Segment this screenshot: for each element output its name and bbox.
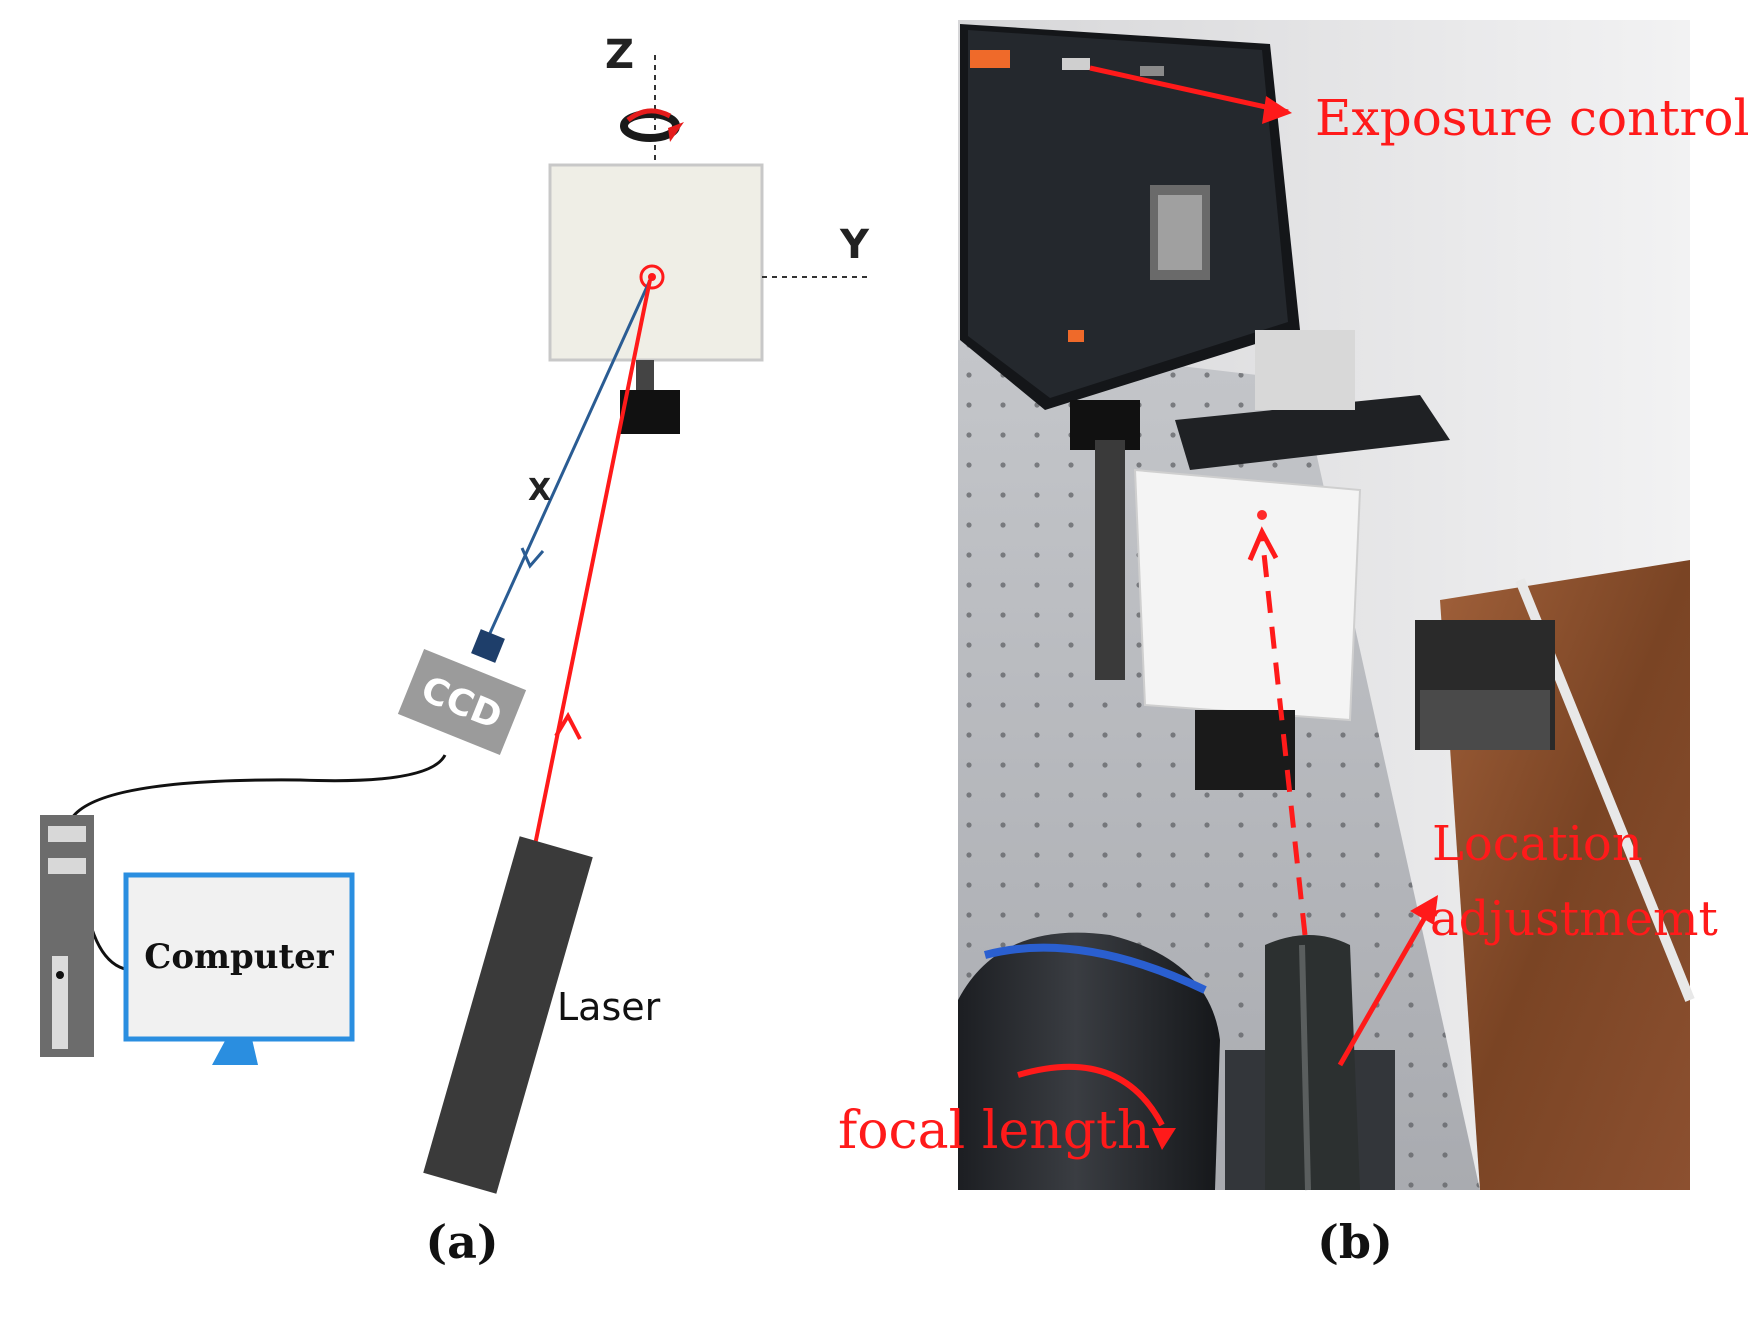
exposure-pointer — [1089, 65, 1289, 115]
photo-device — [1255, 330, 1355, 410]
panel-b-photo: Exposure control Location adjustmemt foc… — [838, 20, 1749, 1269]
rotation-arrow-icon — [620, 108, 684, 142]
location-label-line2: adjustmemt — [1430, 891, 1718, 947]
ccd-cable — [70, 754, 447, 819]
plate-mount-base — [620, 390, 680, 434]
camera-ray-arrow — [520, 547, 545, 569]
ccd-lens — [471, 629, 505, 663]
monitor-stand — [212, 1039, 258, 1065]
laser-beam-arrow — [554, 711, 582, 740]
laser-label: Laser — [557, 985, 661, 1029]
photo-target-plate — [1133, 468, 1362, 722]
laser-emitter — [423, 836, 593, 1194]
laser-beam — [533, 279, 652, 846]
plate-mount-post — [636, 360, 654, 392]
z-axis-label: Z — [605, 32, 634, 78]
computer-label: Computer — [144, 937, 335, 977]
pc-tower — [40, 815, 94, 1057]
laser-spot — [639, 264, 665, 290]
computer-monitor: Computer — [123, 872, 355, 1065]
location-pointer — [1337, 903, 1435, 1067]
focal-length-label: focal length — [838, 1101, 1150, 1161]
x-axis-label: X — [528, 473, 551, 508]
y-axis-label: Y — [839, 222, 870, 268]
photo-monitor — [960, 24, 1300, 450]
camera-ray — [484, 279, 652, 643]
caption-a: (a) — [425, 1215, 498, 1269]
focal-rotation-arrow — [1017, 1063, 1165, 1127]
photo-post — [1095, 440, 1125, 680]
caption-b: (b) — [1317, 1215, 1393, 1269]
panel-a-schematic: Z Y X CCD — [40, 32, 870, 1269]
photo-keyboard — [1175, 395, 1450, 470]
photo-laser-spot — [1257, 510, 1267, 520]
photo-rotation-stage — [1195, 710, 1295, 790]
target-plate — [548, 163, 764, 362]
photo-laser-arrow — [1247, 526, 1279, 561]
ccd-camera: CCD — [397, 648, 527, 756]
exposure-control-label: Exposure control — [1315, 89, 1749, 147]
photo-laser-path — [1259, 534, 1308, 936]
photo-camera-lens — [958, 932, 1220, 1190]
location-label-line1: Location — [1432, 816, 1643, 872]
photo-laser-cylinder — [1225, 935, 1395, 1191]
